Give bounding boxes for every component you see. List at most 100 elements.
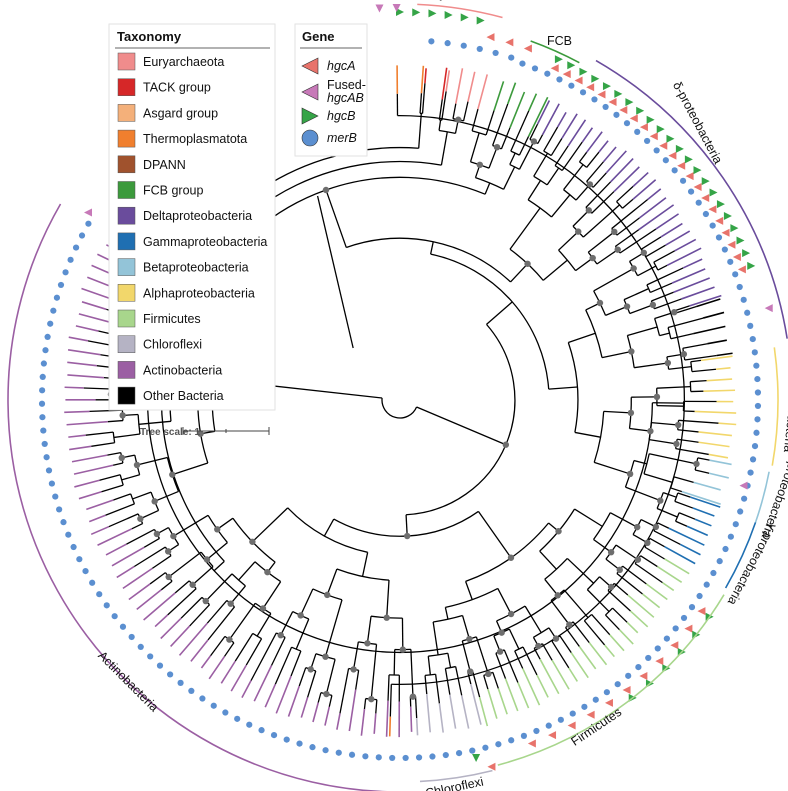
support-node [585, 207, 593, 214]
internal-branch [393, 649, 396, 676]
tip-branch [656, 565, 683, 583]
internal-branch [663, 491, 677, 498]
tip-branch [681, 286, 715, 300]
internal-branch [471, 108, 479, 132]
hgcA-marker [523, 44, 532, 53]
support-node [399, 646, 407, 653]
support-node [476, 161, 484, 169]
clade-arc [7, 203, 414, 791]
tip-branch [470, 683, 482, 725]
support-node [664, 359, 672, 367]
hgcA-marker [597, 90, 606, 99]
merB-marker [732, 521, 739, 528]
internal-branch [510, 110, 530, 152]
support-node [249, 538, 256, 545]
support-node [647, 427, 654, 435]
merB-marker [747, 322, 754, 329]
internal-branch [167, 588, 197, 616]
internal-branch [447, 653, 452, 668]
support-node [170, 532, 177, 540]
support-node [589, 254, 596, 262]
merB-marker [52, 493, 59, 500]
tip-branch [716, 352, 733, 357]
tip-branch [324, 706, 331, 726]
support-node [507, 554, 515, 561]
internal-branch [503, 166, 516, 190]
support-node [496, 648, 504, 655]
tip-branch [287, 685, 301, 717]
internal-branch [554, 145, 569, 166]
hgcA-marker [639, 123, 648, 132]
internal-branch [691, 368, 717, 373]
tip-branch [71, 454, 108, 463]
tip-branch [586, 131, 603, 153]
internal-branch [391, 114, 686, 685]
internal-branch [533, 648, 541, 660]
internal-branch [622, 198, 634, 209]
merB-marker [65, 531, 72, 538]
internal-branch [563, 589, 589, 619]
gene-legend-label: Fused- [327, 78, 366, 92]
gene-legend-label: hgcA [327, 59, 356, 73]
internal-branch [659, 332, 670, 337]
internal-branch [256, 613, 272, 637]
tip-branch [598, 140, 609, 153]
internal-branch [112, 462, 124, 466]
merB-marker [76, 556, 83, 563]
internal-branch [91, 442, 115, 447]
tip-branch [438, 703, 444, 733]
internal-branch [251, 507, 289, 543]
hgcA-marker [697, 607, 706, 616]
internal-branch [611, 198, 649, 230]
tip-branch [605, 150, 627, 174]
taxonomy-legend-label: Alphaproteobacteria [143, 286, 255, 300]
internal-branch [574, 508, 603, 527]
internal-branch [370, 644, 378, 700]
internal-branch [546, 167, 560, 186]
internal-branch [623, 288, 649, 301]
tip-branch [336, 713, 341, 730]
internal-branch [421, 83, 426, 114]
internal-branch [444, 607, 449, 620]
tip-branch [81, 301, 107, 311]
taxonomy-legend-label: FCB group [143, 184, 203, 198]
internal-branch [609, 512, 638, 528]
internal-branch [678, 419, 719, 424]
merB-marker [258, 727, 265, 734]
tip-branch [122, 567, 153, 590]
tip-branch [128, 583, 151, 601]
merB-marker [662, 157, 669, 164]
merB-marker [482, 744, 489, 751]
tip-branch [74, 479, 100, 488]
tip-branch [662, 581, 675, 592]
merB-marker [415, 754, 423, 761]
internal-branch [578, 151, 588, 163]
tip-branch [638, 204, 675, 231]
tip-branch [664, 545, 696, 565]
tip-branch [415, 718, 419, 736]
support-node [614, 246, 621, 253]
hgcB-marker [666, 134, 675, 143]
internal-branch [509, 207, 541, 250]
tip-branch [64, 410, 90, 414]
taxonomy-swatch [117, 206, 136, 225]
tree-nodes [107, 116, 700, 703]
merB-marker [645, 654, 652, 662]
internal-branch [558, 249, 577, 272]
merB-marker [545, 722, 552, 729]
support-node [680, 350, 688, 358]
merB-marker [592, 696, 599, 703]
merB-marker [103, 602, 110, 609]
tip-branch [632, 179, 657, 200]
hgcB-marker [742, 249, 751, 258]
merB-marker [156, 662, 164, 669]
support-node [214, 526, 221, 533]
tip-branch [68, 336, 89, 342]
internal-branch [622, 565, 647, 585]
internal-branch [574, 431, 601, 438]
tip-branch [445, 70, 451, 92]
tip-branch [160, 617, 182, 640]
merB-marker [39, 387, 46, 394]
